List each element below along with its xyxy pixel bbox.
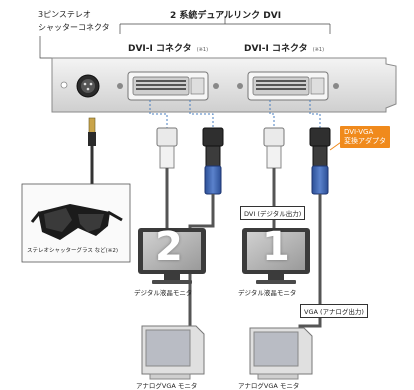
adapter-label-line1: DVI-VGA [344, 128, 374, 136]
adapter-label-line2: 変換アダプタ [344, 137, 386, 145]
dvi-digital-output-label: DVI (デジタル出力) [240, 206, 306, 220]
analog-vga-monitor-left [141, 325, 205, 380]
vga-analog-output-label: VGA (アナログ出力) [300, 304, 368, 318]
monitor-1-number: 1 [262, 224, 290, 270]
digital-lcd-monitor-right [242, 228, 310, 284]
dvi-connector-1-text: DVI-I コネクタ [128, 44, 192, 54]
dvi-plug-black-right [298, 127, 331, 338]
dvi-plug-black-left [188, 127, 224, 336]
dvi-connector-1-note: (※1) [196, 47, 209, 53]
stereo-connector-label-line1: 3ピンステレオ [38, 10, 91, 19]
dvi-connector-2-note: (※1) [312, 47, 325, 53]
dvi-connector-2-text: DVI-I コネクタ [244, 44, 308, 54]
dual-link-dvi-label: 2 系統デュアルリンク DVI [170, 11, 282, 21]
dvi-connector-2-label: DVI-I コネクタ (※1) [244, 36, 324, 55]
analog-vga-left-caption: アナログVGA モニタ [136, 382, 198, 390]
glasses-caption: ステレオシャッターグラス など(※2) [27, 248, 119, 254]
digital-lcd-left-caption: デジタル液晶モニタ [134, 289, 193, 297]
analog-vga-monitor-right [249, 327, 313, 380]
adapter-label: DVI-VGA 変換アダプタ [340, 126, 390, 148]
stereo-cable [88, 117, 96, 190]
digital-lcd-right-caption: デジタル液晶モニタ [238, 289, 297, 297]
dvi-plug-left [156, 127, 178, 230]
digital-lcd-monitor-left [138, 228, 206, 284]
dotted-links [149, 100, 321, 128]
stereo-connector-label-line2: シャッターコネクタ [38, 23, 110, 32]
shutter-glasses-icon [21, 183, 131, 263]
graphics-card-bracket [51, 57, 397, 113]
analog-vga-right-caption: アナログVGA モニタ [238, 382, 300, 390]
monitor-2-number: 2 [155, 224, 183, 270]
dvi-connector-1-label: DVI-I コネクタ (※1) [128, 36, 208, 55]
